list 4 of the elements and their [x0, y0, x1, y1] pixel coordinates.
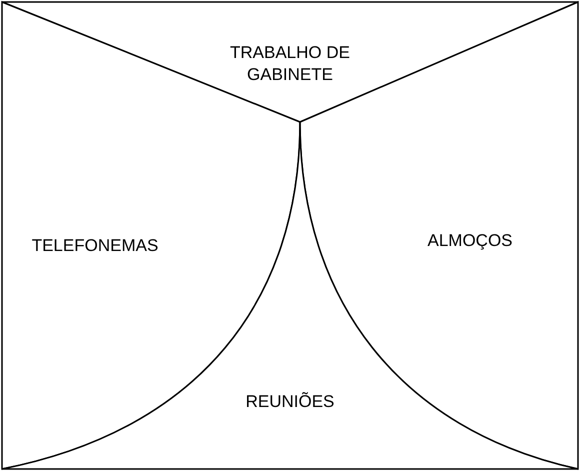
region-label: ALMOÇOS: [426, 230, 514, 252]
region-label: TELEFONEMAS: [30, 235, 160, 257]
region-label: TRABALHO DE GABINETE: [229, 42, 351, 86]
region-label: REUNIÕES: [244, 391, 336, 413]
